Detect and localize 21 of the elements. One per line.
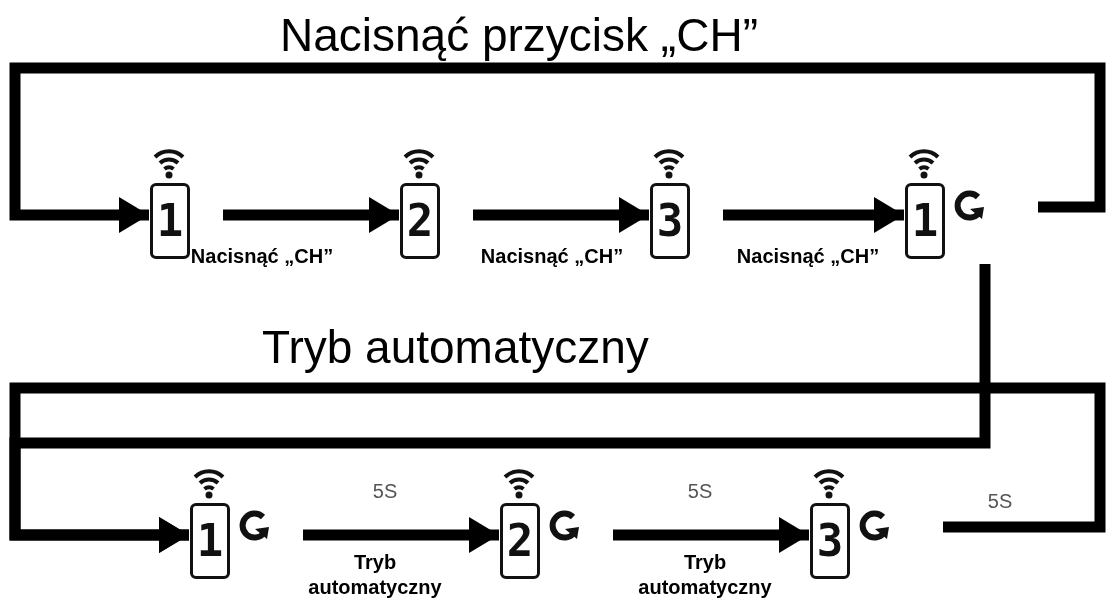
arrow bbox=[723, 197, 904, 233]
arrow bbox=[613, 517, 809, 553]
arrow bbox=[473, 197, 649, 233]
edge-label: Nacisnąć „CH” bbox=[480, 245, 624, 268]
arrow bbox=[303, 517, 499, 553]
channel-number: 1 bbox=[196, 519, 224, 563]
channel-number: 1 bbox=[156, 199, 184, 243]
mode-caption: Tryb automatyczny bbox=[307, 550, 443, 600]
arrow bbox=[9, 62, 1106, 233]
title: Nacisnąć przycisk „CH” bbox=[280, 8, 758, 62]
arrow bbox=[223, 197, 399, 233]
channel-number: 2 bbox=[406, 199, 434, 243]
section-heading: Tryb automatyczny bbox=[262, 320, 649, 374]
mode-caption: Tryb automatyczny bbox=[637, 550, 773, 600]
edge-label: Nacisnąć „CH” bbox=[736, 245, 880, 268]
channel-number: 2 bbox=[506, 519, 534, 563]
arrow bbox=[9, 382, 1106, 553]
edge-label: Nacisnąć „CH” bbox=[190, 245, 334, 268]
channel-number: 1 bbox=[911, 199, 939, 243]
channel-number: 3 bbox=[656, 199, 684, 243]
channel-number: 3 bbox=[816, 519, 844, 563]
